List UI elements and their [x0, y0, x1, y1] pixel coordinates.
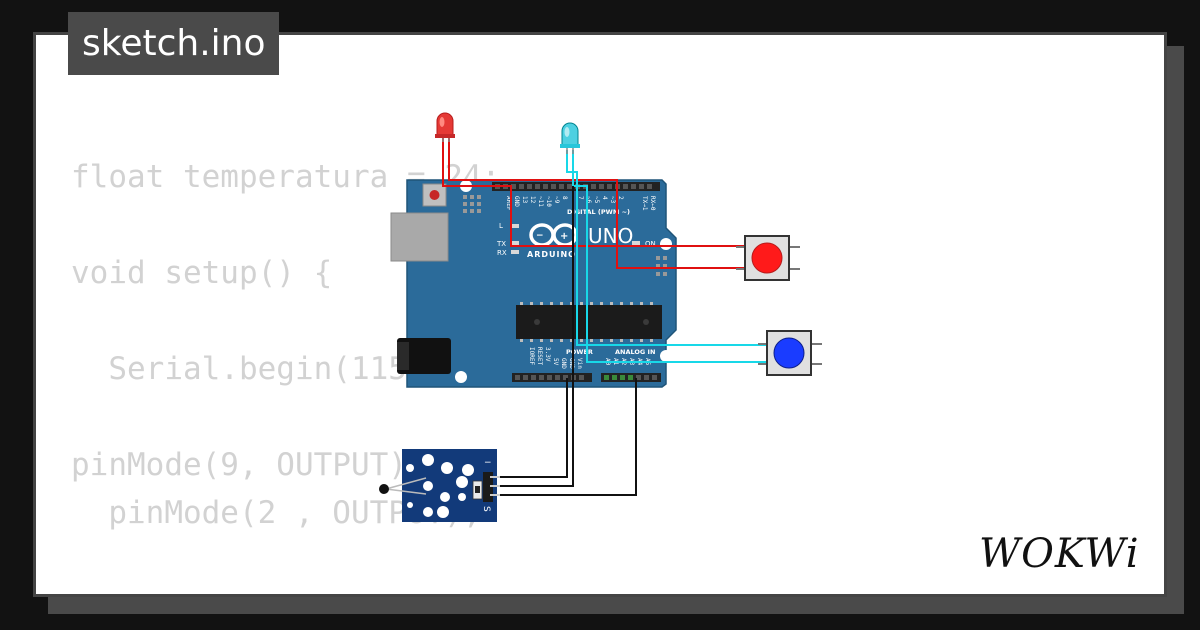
wire-cyan-button[interactable] — [566, 150, 770, 346]
pin-label: TX→1 — [641, 196, 648, 211]
rx-label: RX — [497, 249, 507, 257]
pin-label: ~10 — [545, 196, 552, 207]
pin-label: RX←0 — [649, 196, 656, 211]
code-line: float temperatura = 24; — [71, 159, 501, 195]
wire-sensor-vcc[interactable] — [488, 186, 574, 487]
pin-label: 7 — [577, 196, 584, 200]
pushbutton-red[interactable] — [736, 235, 800, 281]
pin-label: GND — [560, 358, 567, 369]
pin-label: 5V — [552, 358, 559, 366]
sensor-minus-label: − — [484, 458, 492, 468]
pushbutton-blue[interactable] — [758, 330, 822, 376]
pin-label: 8 — [561, 196, 568, 200]
wokwi-logo-text: WOKWi — [979, 531, 1140, 576]
sensor-signal-label: S — [481, 506, 491, 512]
thermistor — [379, 484, 389, 494]
atmega-chip — [516, 305, 662, 339]
pin-label: 3.3V — [544, 347, 551, 362]
digital-label: DIGITAL (PWM ~) — [567, 208, 630, 216]
pin-label: IOREF — [528, 347, 535, 365]
board-name: UNO — [588, 224, 633, 248]
tx-label: TX — [496, 240, 506, 248]
wire-sensor-gnd[interactable] — [488, 378, 568, 478]
arduino-uno-board[interactable]: AREF GND 13 12 ~11 ~10 ~9 8 7 ~6 ~5 4 ~3… — [390, 179, 677, 388]
wire-cyan-led[interactable] — [572, 150, 770, 363]
svg-text:−: − — [536, 231, 544, 241]
usb-port — [390, 212, 449, 262]
pin-label: 13 — [521, 196, 528, 204]
pin-label: RESET — [536, 347, 543, 365]
wire-red-led[interactable] — [442, 138, 748, 247]
wire-sensor-signal[interactable] — [488, 378, 637, 496]
code-line: void setup() { — [71, 255, 333, 291]
pin-label: ~11 — [537, 196, 544, 207]
pin-label: ~6 — [585, 196, 592, 204]
svg-text:+: + — [560, 231, 568, 242]
pin-label-aref: AREF — [505, 196, 512, 211]
pin-label-gnd: GND — [513, 196, 520, 207]
pin-label: GND — [568, 358, 575, 369]
pin-label: 2 — [617, 196, 624, 200]
wire-red-button[interactable] — [448, 138, 748, 269]
pin-label: 4 — [601, 196, 608, 200]
led-red[interactable] — [435, 112, 455, 142]
board-brand: ARDUINO — [527, 250, 576, 259]
pin-label: ~3 — [609, 196, 616, 204]
led-cyan[interactable] — [560, 122, 580, 154]
pin-label: ~9 — [553, 196, 560, 204]
file-tab[interactable]: sketch.ino — [68, 12, 280, 75]
pin-label: ~5 — [593, 196, 600, 204]
code-line: pinMode(9, OUTPUT); — [71, 447, 426, 483]
led-l-label: L — [499, 222, 503, 230]
wires — [442, 138, 770, 496]
power-jack — [397, 338, 451, 374]
on-label: ON — [645, 240, 656, 248]
wokwi-logo: WOKWi — [979, 531, 1140, 576]
analog-label: ANALOG IN — [615, 348, 655, 356]
power-label: POWER — [566, 348, 593, 356]
temperature-sensor-module[interactable]: − S — [379, 449, 500, 522]
pin-label: 12 — [529, 196, 536, 204]
pin-label: Vin — [576, 358, 583, 369]
